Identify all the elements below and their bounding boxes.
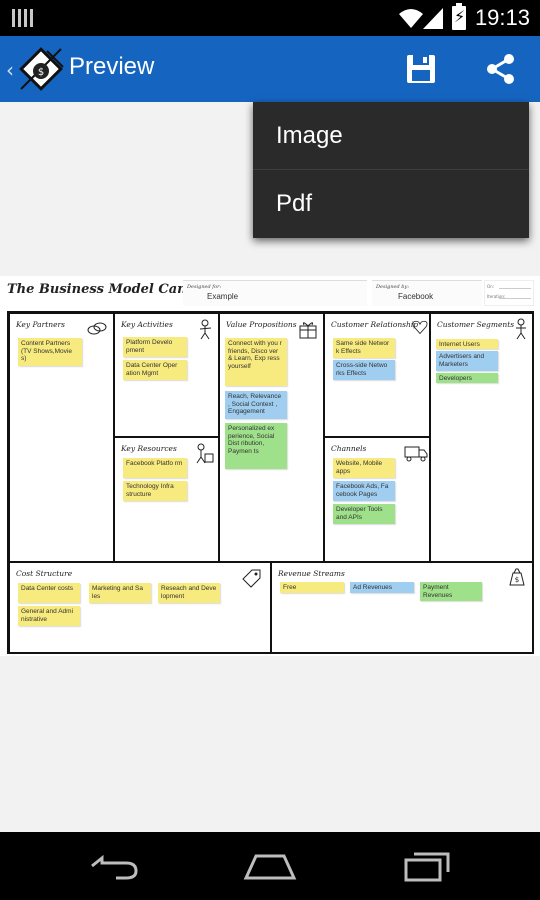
block-title: Revenue Streams: [278, 569, 345, 578]
app-logo[interactable]: $: [17, 45, 65, 93]
meta-label-iteration: Iteration:: [487, 294, 506, 299]
person-icon: [516, 318, 526, 340]
truck-icon: [404, 446, 428, 462]
factory-worker-icon: [196, 443, 214, 464]
status-time: 19:13: [474, 5, 530, 30]
iteration-box: On: Iteration:: [484, 280, 534, 306]
sticky-note: Advertisers and Marketers: [436, 351, 498, 371]
money-bag-icon: $: [509, 568, 525, 586]
meta-label-on: On:: [487, 284, 495, 289]
sticky-note: Platform Develo pment: [123, 337, 187, 357]
menu-item-pdf[interactable]: Pdf: [276, 190, 313, 217]
sticky-note: Free: [280, 582, 344, 593]
designed-by-label: Designed by:: [376, 284, 410, 290]
gift-icon: [299, 322, 317, 339]
status-bar: ⚡ 19:13: [0, 0, 540, 36]
sticky-note: Ad Revenues: [350, 582, 414, 593]
designed-for-value: Example: [207, 292, 239, 301]
recents-nav-icon[interactable]: [400, 846, 456, 886]
sticky-note: General and Admi nistrative: [18, 606, 80, 626]
canvas-grid: Key Partners Content Partners (TV Shows,…: [7, 311, 534, 654]
block-key-partners: Key Partners Content Partners (TV Shows,…: [9, 313, 114, 562]
block-title: Customer Segments: [437, 320, 515, 329]
block-title: Key Partners: [16, 320, 65, 329]
sticky-note: Internet Users: [436, 339, 498, 349]
block-title: Cost Structure: [16, 569, 73, 578]
business-model-canvas: The Business Model Canvas Designed for: …: [0, 276, 540, 656]
wifi-icon: [399, 9, 423, 28]
block-customer-segments: Customer Segments Internet Users Adverti…: [430, 313, 534, 562]
sticky-note: Developers: [436, 373, 498, 383]
signal-icon: [423, 8, 443, 29]
price-tag-icon: [242, 569, 261, 588]
share-icon[interactable]: [484, 53, 518, 85]
action-bar: ‹ $ Preview: [0, 36, 540, 102]
back-nav-icon[interactable]: [86, 846, 142, 886]
sticky-note: Developer Tools and APIs: [333, 504, 395, 524]
worker-icon: [199, 319, 212, 340]
screen-title: Preview: [69, 53, 155, 80]
sticky-note: Cross-side Netwo rks Effects: [333, 360, 395, 380]
sticky-note: Data Center Oper ation Mgmt: [123, 360, 187, 380]
block-cost-structure: Cost Structure Data Center costs Marketi…: [9, 562, 271, 654]
notification-icon: [12, 9, 36, 27]
block-channels: Channels Website, Mobile apps Facebook A…: [324, 437, 430, 562]
designed-for-label: Designed for:: [187, 284, 222, 290]
sticky-note: Personalized ex perience, Social Dist ri…: [225, 423, 287, 469]
home-nav-icon[interactable]: [242, 846, 298, 886]
block-value-propositions: Value Propositions Connect with you r fr…: [219, 313, 324, 562]
svg-text:$: $: [38, 67, 44, 78]
back-icon[interactable]: ‹: [6, 58, 14, 82]
heart-icon: [412, 320, 428, 335]
sticky-note: Marketing and Sa les: [89, 583, 151, 603]
sticky-note: Same side Networ k Effects: [333, 338, 395, 358]
designed-by-value: Facebook: [398, 292, 434, 301]
svg-text:$: $: [515, 576, 519, 584]
navigation-bar: [0, 832, 540, 900]
sticky-note: Reach, Relevance , Social Context , Enga…: [225, 391, 287, 419]
block-title: Value Propositions: [226, 320, 297, 329]
sticky-note: Technology Infra structure: [123, 481, 187, 501]
block-title: Channels: [331, 444, 367, 453]
block-title: Customer Relationship: [331, 320, 419, 329]
sticky-note: Content Partners (TV Shows,Movie s): [18, 338, 82, 366]
block-title: Key Activities: [121, 320, 173, 329]
save-icon[interactable]: [404, 53, 438, 85]
block-key-resources: Key Resources Facebook Platfo rm Technol…: [114, 437, 219, 562]
export-menu: Image Pdf: [253, 102, 529, 238]
sticky-note: Facebook Platfo rm: [123, 458, 187, 478]
sticky-note: Payment Revenues: [420, 582, 482, 601]
block-key-activities: Key Activities Platform Develo pment Dat…: [114, 313, 219, 437]
sticky-note: Website, Mobile apps: [333, 458, 395, 478]
chain-link-icon: [87, 322, 107, 335]
sticky-note: Connect with you r friends, Disco ver & …: [225, 338, 287, 386]
sticky-note: Reseach and Deve lopment: [158, 583, 220, 603]
canvas-title: The Business Model Canvas: [7, 282, 210, 297]
menu-item-image[interactable]: Image: [253, 102, 529, 170]
sticky-note: Facebook Ads, Fa cebook Pages: [333, 481, 395, 501]
sticky-note: Data Center costs: [18, 583, 80, 603]
block-revenue-streams: Revenue Streams $ Free Ad Revenues Payme…: [271, 562, 534, 654]
block-customer-relationship: Customer Relationship Same side Networ k…: [324, 313, 430, 437]
battery-icon: ⚡: [452, 3, 466, 30]
block-title: Key Resources: [121, 444, 177, 453]
designed-for-field: Designed for: Example: [183, 280, 367, 306]
designed-by-field: Designed by: Facebook: [372, 280, 482, 306]
